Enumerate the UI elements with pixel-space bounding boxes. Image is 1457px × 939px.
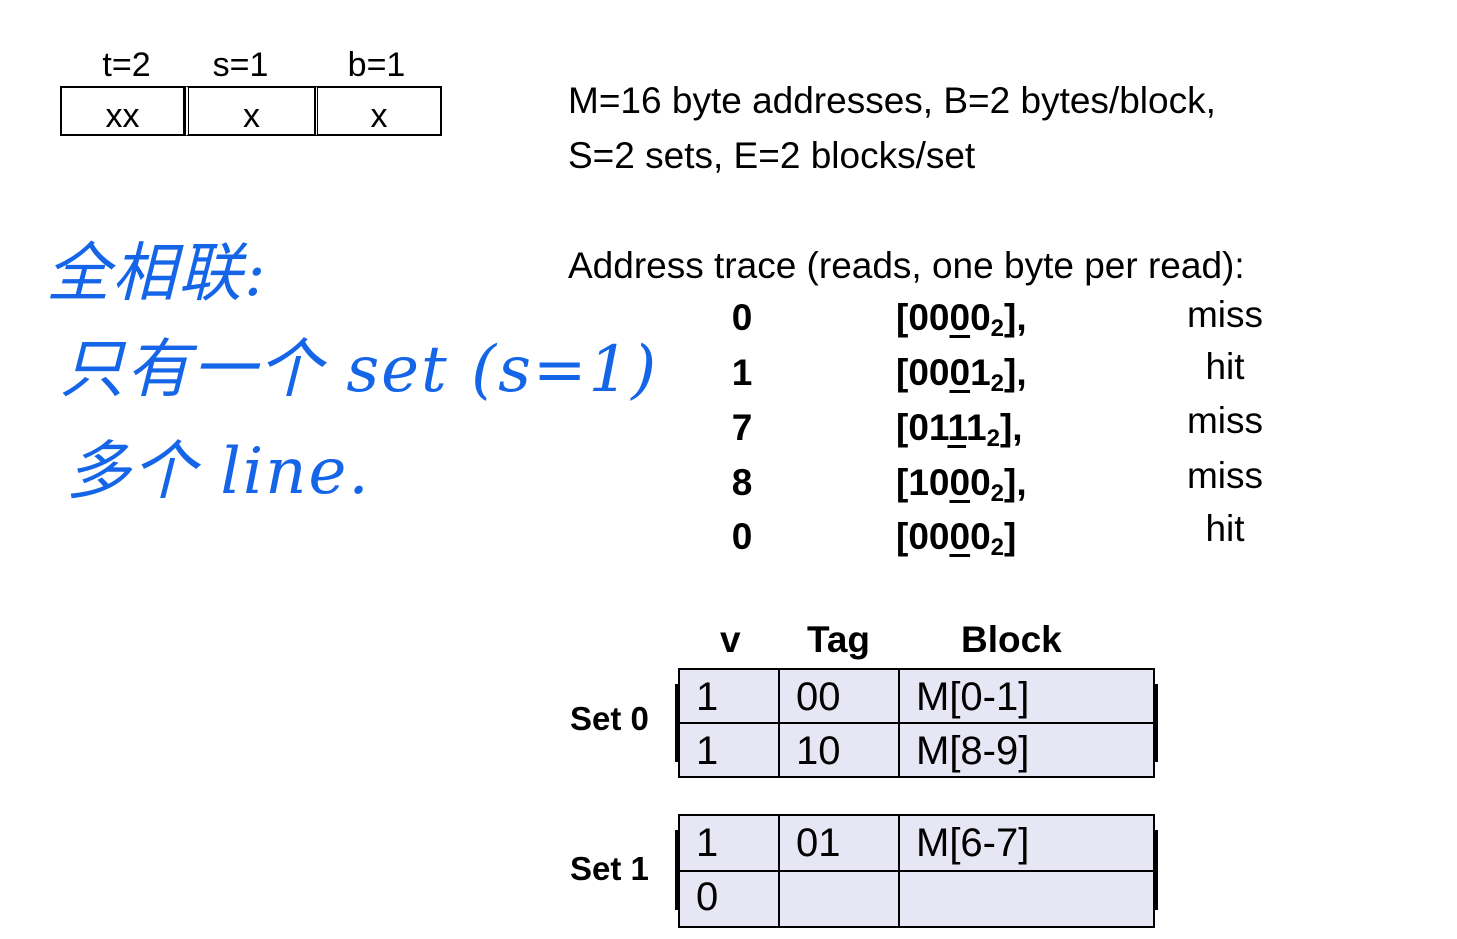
set-0-left-bracket [675,684,680,762]
trace-address: 0 [731,516,753,557]
cache-block: M[6-7] [898,814,1155,872]
set-1-right-bracket [1153,830,1158,910]
block-bits-field: x [314,86,442,136]
trace-address: 8 [731,462,753,503]
cache-params-line2: S=2 sets, E=2 blocks/set [568,135,976,176]
cache-params-line1: M=16 byte addresses, B=2 bytes/block, [568,80,1216,121]
cache-valid-bit: 1 [678,722,780,778]
cache-tag: 01 [778,814,900,872]
set-bits-label: s=1 [212,46,269,84]
cache-tag: 00 [778,668,900,724]
trace-result: hit [1205,346,1245,387]
block-column-header: Block [961,619,1062,660]
cache-valid-bit: 1 [678,668,780,724]
tag-bits-label: t=2 [102,46,151,84]
cache-block [898,870,1155,928]
tag-column-header: Tag [807,619,871,660]
trace-binary: [10002], [896,462,1027,507]
trace-binary: [00012], [896,352,1027,397]
cache-tag [778,870,900,928]
trace-result: miss [1186,294,1264,335]
trace-address: 0 [731,297,753,338]
set-bits-field: x [185,86,316,136]
trace-heading: Address trace (reads, one byte per read)… [568,245,1245,286]
trace-binary: [00002], [896,297,1027,342]
set-0-label: Set 0 [570,700,649,737]
trace-binary: [00002] [896,516,1017,561]
tag-bits-field: xx [60,86,185,136]
set-0-right-bracket [1153,684,1158,762]
set-1-left-bracket [675,830,680,910]
trace-address: 1 [731,352,753,393]
valid-column-header: v [720,619,741,660]
cache-tag: 10 [778,722,900,778]
cache-block: M[0-1] [898,668,1155,724]
block-bits-label: b=1 [347,46,406,84]
trace-address: 7 [731,407,753,448]
cache-block: M[8-9] [898,722,1155,778]
trace-result: hit [1205,508,1245,549]
cache-valid-bit: 0 [678,870,780,928]
handwritten-note-line1: 全相联: [46,237,268,311]
handwritten-note-line2: 只有一个 set (s=1) [60,333,659,407]
trace-binary: [01112], [896,407,1023,452]
set-1-label: Set 1 [570,850,649,887]
handwritten-note-line3: 多个 line. [66,435,371,509]
trace-result: miss [1186,400,1264,441]
cache-valid-bit: 1 [678,814,780,872]
trace-result: miss [1186,455,1264,496]
